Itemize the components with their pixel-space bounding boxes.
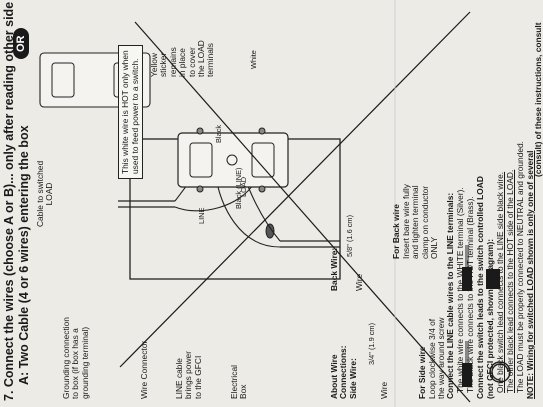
back-wire-text: Insert bare wire fully and tighten termi… <box>401 184 440 259</box>
hot-wire-note: This white wire is HOT only when used to… <box>118 45 144 179</box>
instr-bullet4: The other black lead connects to the HOT… <box>505 169 515 393</box>
side-wire-head: For Side wire <box>417 346 427 399</box>
instr-line2: Connect the switch leads to the switch c… <box>475 176 485 399</box>
clamp-icon <box>486 269 500 289</box>
callout-grounding: Grounding connection to box (if box has … <box>61 317 90 399</box>
side-wire-measure: 3/4" (1.9 cm) <box>367 322 376 365</box>
side-wire-text: Loop clockwise 3/4 of the way around scr… <box>427 317 447 399</box>
step-heading: 7. Connect the wires (choose A or B)... … <box>2 1 16 401</box>
back-wire-measure: 5/8" (1.6 cm) <box>345 214 354 257</box>
gfci-receptacle <box>177 132 289 188</box>
side-wire-label: Wire <box>379 381 389 399</box>
label-load: LOAD <box>239 176 248 197</box>
or-badge: OR <box>13 28 29 59</box>
instr-bullet5: The LOAD must be properly connected to N… <box>515 140 525 393</box>
label-white: White <box>249 50 258 69</box>
section-heading: A: Two Cable (4 or 6 wires) entering the… <box>17 125 31 385</box>
instr-line3: (not GFCI protected, shown in diagram): <box>485 238 495 399</box>
callout-line-cable: LINE cable brings power to the GFCI <box>174 351 203 399</box>
back-wire-label: Wire <box>354 273 364 291</box>
callout-electrical-box: Electrical Box <box>229 365 249 399</box>
instr-note: NOTE: Wiring for switched LOAD shown is … <box>525 150 535 399</box>
instr-bullet3: One black switch lead connects to the LI… <box>495 171 505 393</box>
instr-note2: (consult) of these instructions, consult <box>533 22 543 177</box>
callout-yellow-sticker: Yellow sticker remains in place to cover… <box>149 40 216 77</box>
instr-bullet1: The white wire connects to the WHITE ter… <box>455 187 465 393</box>
label-black: Black <box>214 124 223 143</box>
instr-line1: Connect the LINE cable wires to the LINE… <box>445 192 455 399</box>
back-wire-title: Back Wire: <box>329 247 339 291</box>
label-line: LINE <box>197 207 206 224</box>
back-wire-head: For Back wire <box>391 204 401 259</box>
about-wire-title: About Wire Connections: Side Wire: <box>329 345 358 399</box>
callout-wire-connector: Wire Connector <box>139 340 149 399</box>
callout-cable-switched: Cable to switched LOAD <box>35 160 55 227</box>
screw-loop-icon <box>489 361 511 383</box>
instr-bullet2: The black wire connects to the HOT termi… <box>465 196 475 393</box>
